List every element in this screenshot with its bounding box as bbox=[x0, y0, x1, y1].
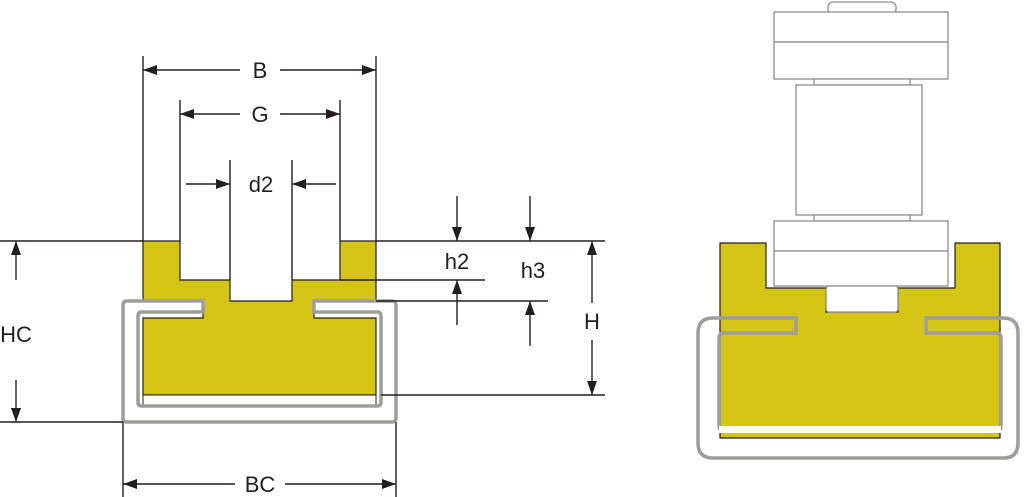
label-d2: d2 bbox=[249, 172, 273, 197]
label-hc: HC bbox=[0, 322, 32, 347]
chain-lower-plate bbox=[773, 220, 949, 252]
inner-base-strip bbox=[142, 394, 377, 406]
dimension-hc: HC bbox=[0, 241, 32, 422]
dimension-d2: d2 bbox=[186, 172, 336, 197]
label-bc: BC bbox=[245, 472, 276, 497]
label-g: G bbox=[251, 102, 268, 127]
label-h: H bbox=[584, 309, 600, 334]
guide-inner-strip bbox=[719, 426, 1001, 433]
dimension-h: H bbox=[584, 241, 600, 395]
extension-lines bbox=[0, 56, 605, 497]
chain-on-guide-view bbox=[696, 1, 1020, 460]
label-h3: h3 bbox=[521, 258, 545, 283]
label-h2: h2 bbox=[445, 249, 469, 274]
profile-cross-section bbox=[121, 240, 398, 424]
dimension-b: B bbox=[143, 58, 376, 83]
dimension-g: G bbox=[180, 102, 340, 127]
chain-base-plate bbox=[773, 250, 949, 287]
roller-chain bbox=[773, 1, 949, 222]
dimension-h3: h3 bbox=[521, 196, 545, 346]
dimension-bc: BC bbox=[123, 472, 396, 497]
c-channel bbox=[121, 299, 398, 424]
label-b: B bbox=[253, 58, 268, 83]
chain-pin-bottom bbox=[825, 285, 899, 313]
yellow-profile bbox=[142, 240, 377, 396]
dimension-h2: h2 bbox=[445, 196, 469, 325]
